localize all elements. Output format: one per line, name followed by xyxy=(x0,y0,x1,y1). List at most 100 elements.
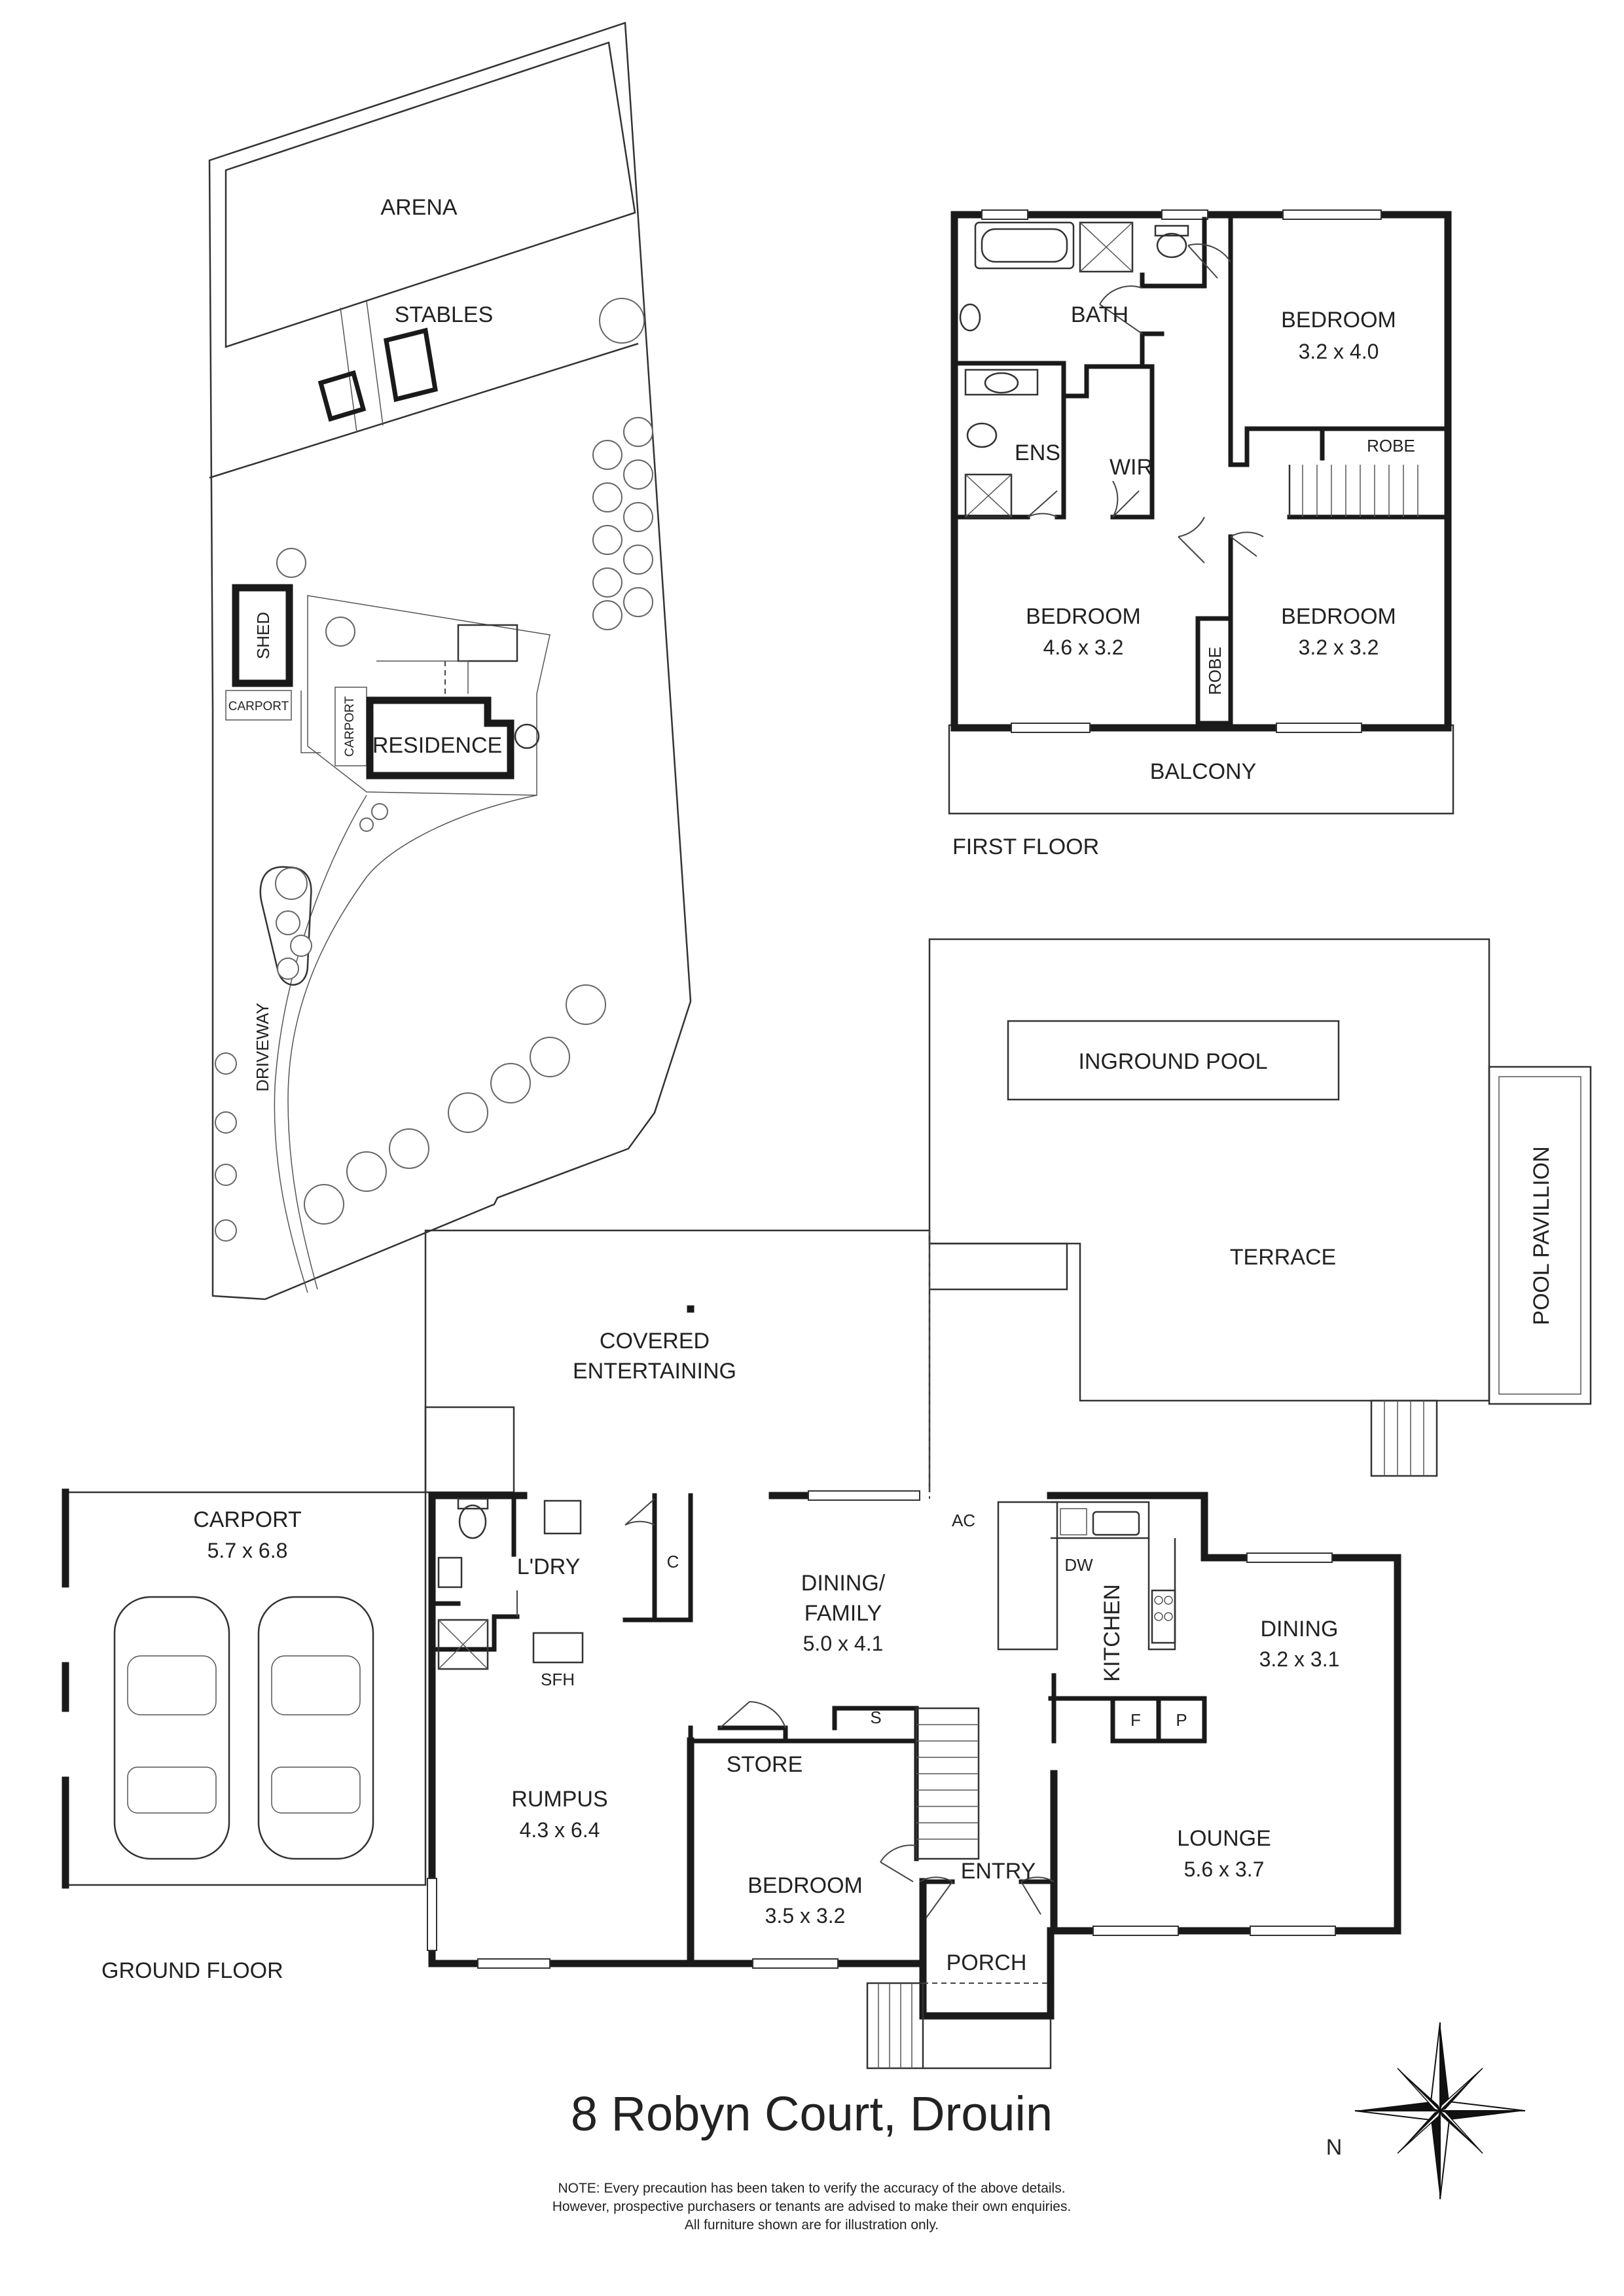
residence-outline-upper xyxy=(376,660,469,694)
fridge-pantry-wall xyxy=(1048,1696,1207,1744)
residence-label: RESIDENCE xyxy=(372,733,502,758)
site-trees xyxy=(215,298,653,1242)
bathtub-inner xyxy=(981,228,1068,263)
covered-line1: COVERED xyxy=(600,1329,710,1354)
wall-porch xyxy=(919,1927,1055,2020)
car-icon xyxy=(257,1596,374,1860)
bedroom-sw-size: 4.6 x 3.2 xyxy=(1043,636,1124,659)
dining-name: DINING xyxy=(1261,1617,1339,1641)
laundry-trough xyxy=(543,1499,582,1535)
bedroom-se-size: 3.2 x 3.2 xyxy=(1299,636,1379,659)
note-line3: All furniture shown are for illustration… xyxy=(685,2217,939,2233)
wall-bedroom xyxy=(687,1737,927,1967)
sliding-door xyxy=(808,1490,920,1501)
bathtub xyxy=(974,221,1075,270)
residence-annex xyxy=(457,624,518,662)
covered-line2: ENTERTAINING xyxy=(573,1359,736,1384)
store-s-label: S xyxy=(870,1708,881,1727)
laundry-door xyxy=(624,1498,655,1526)
store-door xyxy=(719,1701,786,1729)
terrace-outline xyxy=(928,938,1490,1402)
ens-vanity xyxy=(964,368,1039,396)
pavillion-outline xyxy=(1488,1066,1592,1405)
bedroom-name: BEDROOM xyxy=(748,1873,863,1898)
car-icon xyxy=(113,1596,230,1860)
arena-label: ARENA xyxy=(380,195,457,220)
stables-label: STABLES xyxy=(395,302,494,327)
bath-toilet xyxy=(1156,232,1187,259)
window xyxy=(1282,209,1382,220)
carport-size: 5.7 x 6.8 xyxy=(208,1539,288,1562)
sfh-label: SFH xyxy=(541,1670,575,1689)
bath-toilet-cistern xyxy=(1154,224,1189,237)
dining-family-size: 5.0 x 4.1 xyxy=(803,1632,884,1655)
robe-side-outline xyxy=(1195,616,1233,726)
footer: 8 Robyn Court, Drouin NOTE: Every precau… xyxy=(552,2022,1526,2233)
cupboard-label: C xyxy=(667,1552,679,1571)
bath-shower xyxy=(1079,221,1134,273)
ens-basin xyxy=(984,372,1019,394)
wall-cupboard xyxy=(623,1493,693,1623)
pavillion-inner xyxy=(1498,1076,1581,1395)
ground-shower xyxy=(437,1619,489,1670)
balcony-label: BALCONY xyxy=(1150,759,1257,784)
north-label: N xyxy=(1326,2135,1343,2160)
driveway-left-edge xyxy=(274,795,367,1293)
pantry-label: P xyxy=(1176,1710,1187,1730)
wall-bed-ne xyxy=(1228,217,1451,467)
wall-ens-east xyxy=(1055,393,1066,520)
bbq-bench xyxy=(424,1406,515,1494)
fridge-label: F xyxy=(1130,1710,1141,1730)
laundry-label: L'DRY xyxy=(517,1554,581,1579)
dining-size: 3.2 x 3.1 xyxy=(1259,1647,1340,1671)
stable-box-1 xyxy=(317,370,367,422)
carport-outline xyxy=(62,1491,427,1886)
porch-steps xyxy=(866,1982,1052,2070)
ground-stairs xyxy=(915,1707,980,1860)
bath-door xyxy=(1099,285,1143,334)
window xyxy=(477,1958,550,1969)
wall-wir xyxy=(1084,364,1155,520)
site-boundary xyxy=(208,22,692,1300)
stables-boundary xyxy=(209,342,639,479)
kitchen-bench-north xyxy=(1051,1501,1150,1539)
pavillion-label: POOL PAVILLION xyxy=(1529,1146,1554,1325)
dw-label: DW xyxy=(1064,1555,1093,1575)
kitchen-sink xyxy=(1092,1511,1140,1536)
dishwasher xyxy=(1060,1508,1087,1535)
bed-sw-door xyxy=(1178,516,1205,564)
wall-bed-se xyxy=(1195,534,1233,730)
wc-toilet xyxy=(458,1504,487,1539)
wir-door xyxy=(1112,480,1140,518)
stable-box-2 xyxy=(384,327,438,403)
window xyxy=(981,209,1028,220)
dining-family-line2: FAMILY xyxy=(804,1601,882,1626)
note-line2: However, prospective purchasers or tenan… xyxy=(552,2199,1072,2214)
ground-floor: CARPORT 5.7 x 6.8 xyxy=(62,1305,1401,2070)
rumpus-name: RUMPUS xyxy=(511,1787,607,1812)
carport-name: CARPORT xyxy=(193,1507,302,1532)
compass-icon xyxy=(1354,2022,1526,2200)
carport-left-outline xyxy=(225,690,292,721)
terrace-ledge xyxy=(929,1242,1068,1291)
window xyxy=(1246,1552,1333,1563)
bath-label: BATH xyxy=(1071,302,1128,327)
shed-label: SHED xyxy=(253,612,273,659)
wall-bath-hall xyxy=(1140,217,1207,289)
front-door-left xyxy=(919,1876,953,1918)
window xyxy=(1092,1926,1179,1936)
driveway-edge-top xyxy=(300,691,321,753)
bedroom-se-name: BEDROOM xyxy=(1281,604,1396,629)
driveway-right-edge xyxy=(287,795,537,1290)
lounge-size: 5.6 x 3.7 xyxy=(1184,1857,1265,1881)
address-title: 8 Robyn Court, Drouin xyxy=(571,2087,1053,2141)
ac-label: AC xyxy=(952,1511,975,1530)
cooktop xyxy=(1151,1589,1176,1644)
wc-cistern xyxy=(457,1498,489,1510)
rumpus-size: 4.3 x 6.4 xyxy=(520,1818,600,1842)
entry-label: ENTRY xyxy=(961,1859,1036,1884)
ens-door xyxy=(1027,490,1058,518)
bedroom-ne-name: BEDROOM xyxy=(1281,308,1396,332)
robe-top-label: ROBE xyxy=(1367,436,1415,456)
